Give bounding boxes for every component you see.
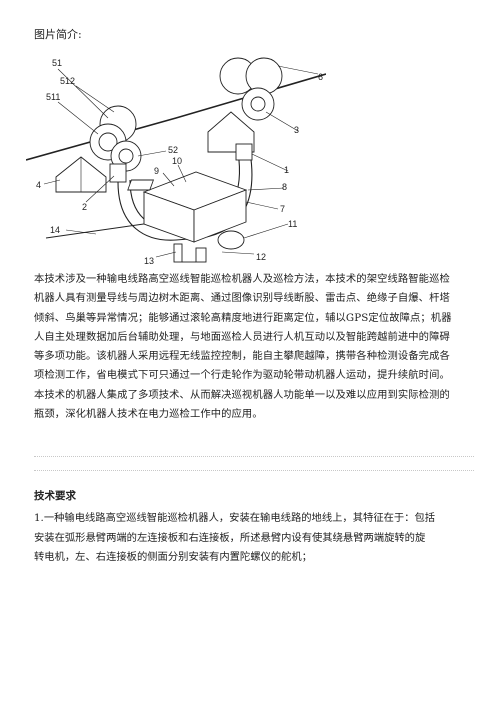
- sensor-12: [195, 247, 207, 263]
- sensor-13: [173, 243, 183, 263]
- label-6: 6: [318, 72, 323, 82]
- label-52: 52: [168, 145, 178, 155]
- left-plate: [109, 163, 127, 183]
- intro-line: 倾斜、鸟巢等异常情况；能够通过滚轮高精度地进行距离定位，辅以GPS定位故障点；机…: [34, 311, 452, 324]
- label-511: 511: [46, 92, 60, 102]
- intro-line: 本技术的机器人集成了多项技术、从而解决巡视机器人功能单一以及难以应用到实际检测的: [34, 388, 450, 401]
- intro-line: 机器人具有测量导线与周边树木距离、通过图像识别导线断股、雷击点、绝缘子自爆、杆塔: [34, 292, 450, 305]
- label-9: 9: [154, 166, 159, 176]
- label-11: 11: [288, 219, 297, 229]
- claim-line: 1.一种输电线路高空巡线智能巡检机器人，安装在输电线路的地线上，其特征在于：包括: [34, 512, 436, 524]
- intro-line: 人自主处理数据加后台辅助处理，与地面巡检人员进行人机互动以及智能跨越前进中的障碍: [34, 330, 450, 343]
- label-4: 4: [36, 180, 41, 190]
- label-10: 10: [172, 156, 182, 166]
- motor: [217, 230, 245, 250]
- label-2: 2: [82, 202, 87, 212]
- intro-line: 项检测工作，省电模式下可只通过一个行走轮作为驱动轮带动机器人运动，提升续航时间。: [34, 369, 450, 382]
- label-1: 1: [284, 165, 289, 175]
- label-7: 7: [280, 204, 285, 214]
- label-512: 512: [60, 76, 75, 86]
- label-13: 13: [144, 256, 154, 266]
- intro-paragraph: 本技术涉及一种输电线路高空巡线智能巡检机器人及巡检方法，本技术的架空线路智能巡检…: [34, 270, 474, 424]
- label-8: 8: [282, 182, 287, 192]
- robot-patent-figure: 51 512 511 52 10 9 4 2 14 13 12 11 7 8 1…: [26, 57, 326, 266]
- claim-line: 安装在弧形悬臂两端的左连接板和右连接板，所述悬臂内设有使其绕悬臂两端旋转的旋: [34, 531, 426, 544]
- claim-line: 转电机，左、右连接板的侧面分别安装有内置陀螺仪的舵机；: [34, 551, 313, 563]
- label-3: 3: [294, 125, 299, 135]
- label-12: 12: [256, 252, 266, 262]
- intro-line: 等多项功能。该机器人采用远程无线监控控制，能自主攀爬越障，携带各种检测设备完成各: [34, 350, 450, 363]
- figure-caption: 图片简介:: [34, 28, 82, 41]
- section-divider: [34, 470, 474, 471]
- wheel-right-2: [245, 57, 283, 95]
- requirements-title: 技术要求: [34, 490, 76, 502]
- section-divider: [34, 456, 474, 457]
- wheel-right-3: [241, 87, 275, 121]
- label-51: 51: [52, 58, 62, 68]
- label-14: 14: [50, 225, 60, 235]
- control-box-side: [193, 189, 247, 243]
- intro-line: 本技术涉及一种输电线路高空巡线智能巡检机器人及巡检方法，本技术的架空线路智能巡检: [34, 273, 450, 285]
- intro-line: 瓶颈，深化机器人技术在电力巡检工作中的应用。: [34, 408, 263, 421]
- display-panel: [127, 179, 155, 191]
- claim-paragraph: 1.一种输电线路高空巡线智能巡检机器人，安装在输电线路的地线上，其特征在于：包括…: [34, 509, 474, 568]
